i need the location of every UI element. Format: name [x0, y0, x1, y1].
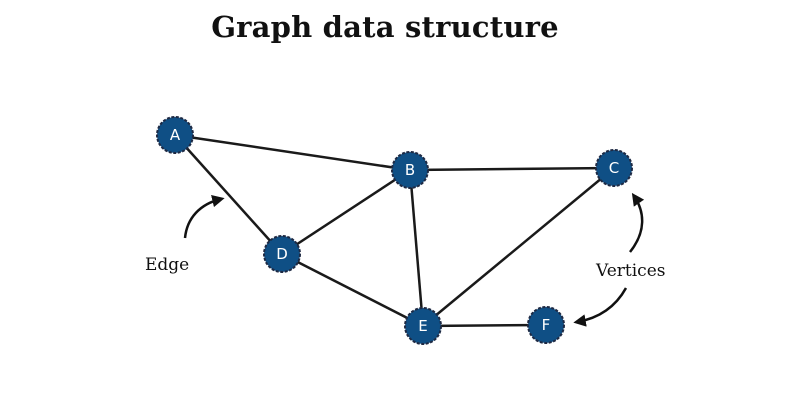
vertices-annotation-label: Vertices: [595, 261, 665, 281]
vertices-pointer-arrow-up: [629, 192, 645, 253]
vertices-annotation: Vertices: [573, 192, 665, 327]
edge-b-d: [281, 168, 411, 256]
edge-pointer-arrow: [183, 194, 225, 239]
vertex-label: E: [418, 317, 427, 335]
vertex-circle: [391, 151, 429, 189]
vertices-pointer-arrow-down: [573, 287, 628, 327]
vertex-a: A: [156, 116, 194, 154]
vertex-c: C: [595, 149, 633, 187]
vertex-circle: [595, 149, 633, 187]
page-title: Graph data structure: [211, 10, 559, 44]
edge-annotation: Edge: [145, 194, 225, 275]
vertex-circle: [156, 116, 194, 154]
edge-c-e: [422, 167, 615, 327]
vertex-e: E: [404, 307, 442, 345]
edge-d-e: [281, 252, 424, 328]
vertex-label: B: [405, 161, 415, 179]
vertex-label: D: [276, 245, 288, 263]
vertex-circle: [263, 235, 301, 273]
vertex-label: C: [609, 159, 619, 177]
edge-a-b: [174, 133, 411, 172]
nodes-layer: A B C D E F: [156, 116, 633, 345]
edge-b-c: [409, 166, 615, 172]
edge-annotation-label: Edge: [145, 255, 189, 275]
edge-e-f: [422, 323, 547, 328]
vertex-f: F: [527, 306, 565, 344]
vertex-b: B: [391, 151, 429, 189]
edge-a-d: [174, 134, 283, 255]
vertex-d: D: [263, 235, 301, 273]
vertex-circle: [527, 306, 565, 344]
edges-layer: [174, 133, 615, 328]
vertex-label: F: [542, 316, 551, 334]
vertex-circle: [404, 307, 442, 345]
edge-b-e: [408, 169, 425, 327]
vertex-label: A: [170, 126, 181, 144]
